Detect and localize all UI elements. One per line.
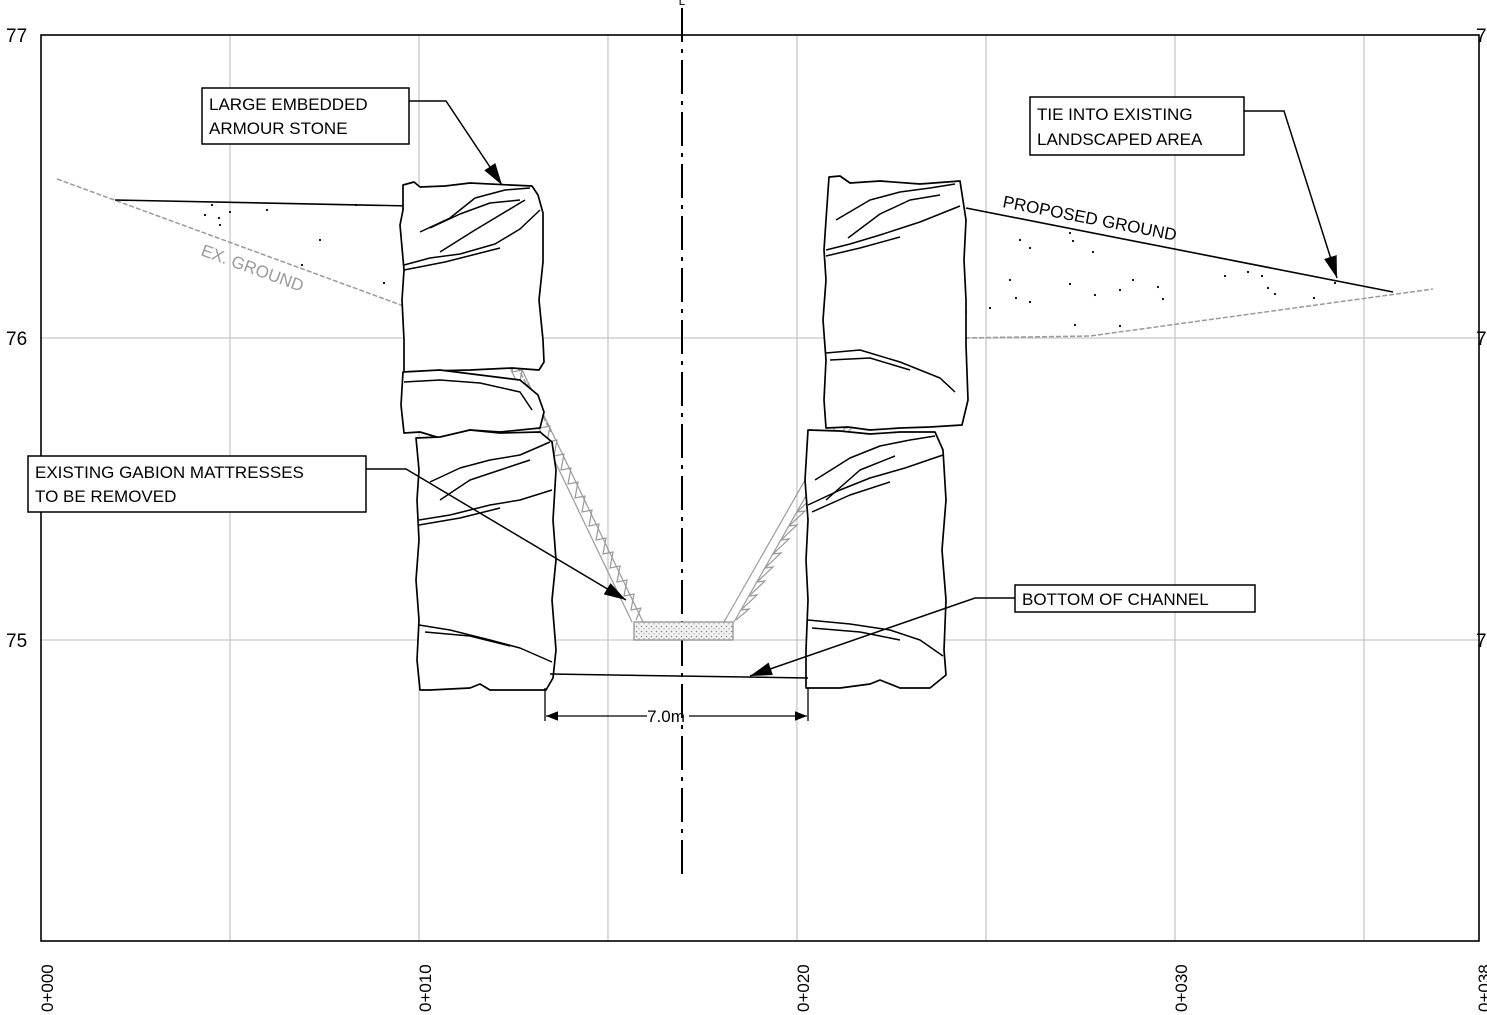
station-label-0000: 0+000 <box>38 964 57 1012</box>
armour-stone-lower-left <box>415 429 557 691</box>
armour-stone-lower-right <box>804 429 947 689</box>
centerline-symbol: L <box>679 0 686 8</box>
armour-stone-upper-right <box>822 175 969 431</box>
fill-stipple-left <box>203 203 404 285</box>
callout-armour-stone-line1: LARGE EMBEDDED <box>209 95 368 114</box>
elevation-label-77: 77 <box>6 26 27 47</box>
bottom-of-channel-line <box>549 673 809 679</box>
armour-stone-mid-left <box>400 369 545 439</box>
callout-tie-in-line2: LANDSCAPED AREA <box>1037 130 1203 149</box>
dimension-label: 7.0m <box>647 707 685 726</box>
callout-bottom-line1: BOTTOM OF CHANNEL <box>1022 590 1209 609</box>
elevation-label-right-75: 7 <box>1476 631 1487 652</box>
station-label-0030: 0+030 <box>1172 964 1191 1012</box>
proposed-ground-line-right <box>965 207 1394 293</box>
elevation-label-75: 75 <box>6 631 27 652</box>
armour-stone-upper-left <box>399 181 545 373</box>
existing-ground-label: EX. GROUND <box>199 241 307 296</box>
fill-stipple-right <box>964 231 1337 328</box>
proposed-ground-label: PROPOSED GROUND <box>1001 192 1178 244</box>
station-label-0038: 0+038 <box>1475 964 1487 1012</box>
callout-gabion-line2: TO BE REMOVED <box>35 487 176 506</box>
callout-tie-in: TIE INTO EXISTING LANDSCAPED AREA <box>1029 96 1338 279</box>
station-label-0020: 0+020 <box>794 964 813 1012</box>
station-label-0010: 0+010 <box>416 964 435 1012</box>
callout-bottom-of-channel: BOTTOM OF CHANNEL <box>749 584 1256 677</box>
gabion-mattress-left <box>490 327 644 623</box>
proposed-ground-line-left <box>114 199 413 207</box>
callout-tie-in-line1: TIE INTO EXISTING <box>1037 105 1193 124</box>
existing-ground-line-right <box>894 288 1434 340</box>
callout-armour-stone: LARGE EMBEDDED ARMOUR STONE <box>201 87 503 186</box>
callout-gabion: EXISTING GABION MATTRESSES TO BE REMOVED <box>27 455 627 601</box>
callout-gabion-line1: EXISTING GABION MATTRESSES <box>35 463 304 482</box>
elevation-label-76: 76 <box>6 329 27 350</box>
callout-armour-stone-line2: ARMOUR STONE <box>209 119 348 138</box>
dimension-7m: 7.0m <box>544 688 809 726</box>
elevation-label-right-77: 7 <box>1476 26 1487 47</box>
elevation-label-right-76: 7 <box>1476 329 1487 350</box>
channel-bottom <box>633 621 734 641</box>
